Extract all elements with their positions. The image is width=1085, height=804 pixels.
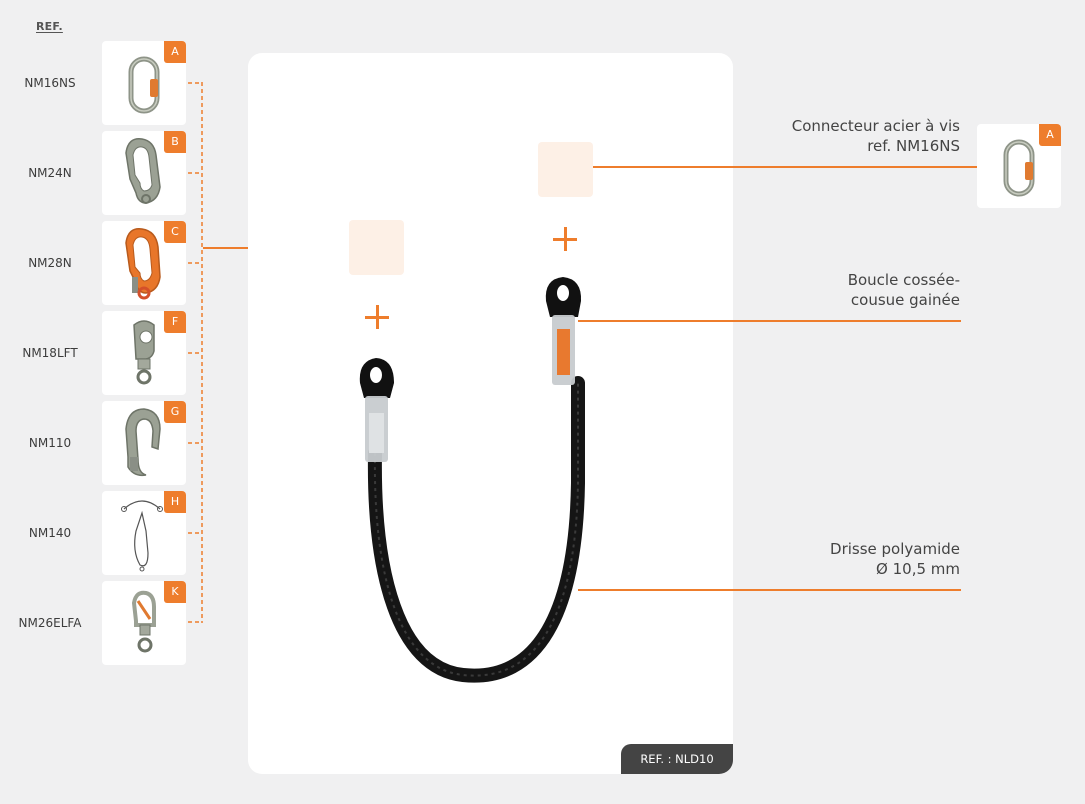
connector-ref-nm18lft: NM18LFT — [22, 346, 78, 360]
product-card: REF. : NLD10 — [248, 53, 733, 774]
rope-callout-line — [578, 589, 961, 591]
ref-heading: REF. — [36, 20, 63, 33]
badge-a-selected: A — [1039, 124, 1061, 146]
black-rope-lanyard-image — [359, 277, 585, 683]
wire-rebar-hook-icon — [121, 500, 163, 572]
orange-scaffold-hook-icon — [125, 228, 161, 300]
plus-icon-right — [553, 227, 577, 251]
connector-ref-nm16ns: NM16NS — [24, 76, 76, 90]
product-ref-tag: REF. : NLD10 — [621, 744, 733, 774]
callout-connector-line2: ref. NM16NS — [867, 137, 960, 155]
loop-callout-line — [578, 320, 961, 322]
badge-k: K — [164, 581, 186, 603]
connector-card-h[interactable]: H — [102, 491, 186, 575]
connector-ref-nm140: NM140 — [28, 526, 72, 540]
connector-card-a[interactable]: A — [102, 41, 186, 125]
connector-card-f[interactable]: F — [102, 311, 186, 395]
badge-f: F — [164, 311, 186, 333]
badge-c: C — [164, 221, 186, 243]
callout-loop-line1: Boucle cossée- — [847, 271, 960, 289]
large-scaffold-hook-icon — [125, 408, 161, 477]
badge-h: H — [164, 491, 186, 513]
oval-screwlock-carabiner-icon — [1003, 139, 1035, 197]
badge-b: B — [164, 131, 186, 153]
connector-card-b[interactable]: B — [102, 131, 186, 215]
connector-card-k[interactable]: K — [102, 581, 186, 665]
connector-ref-nm28n: NM28N — [28, 256, 72, 270]
selected-connector-card[interactable]: A — [977, 124, 1061, 208]
scaffold-hook-icon — [125, 138, 161, 204]
callout-connector: Connecteur acier à vis ref. NM16NS — [792, 116, 960, 156]
connector-card-c[interactable]: C — [102, 221, 186, 305]
callout-rope-line1: Drisse polyamide — [830, 540, 960, 558]
connector-callout-line — [593, 166, 977, 168]
callout-connector-line1: Connecteur acier à vis — [791, 117, 960, 135]
connector-bracket — [188, 82, 203, 623]
badge-g: G — [164, 401, 186, 423]
oval-screwlock-carabiner-icon — [128, 56, 160, 114]
connector-ref-nm26elfa: NM26ELFA — [18, 616, 82, 630]
swivel-snap-hook-icon — [133, 320, 155, 385]
connector-card-g[interactable]: G — [102, 401, 186, 485]
callout-loop-line2: cousue gainée — [850, 291, 960, 309]
badge-a: A — [164, 41, 186, 63]
swivel-carabiner-icon — [131, 590, 156, 653]
callout-rope: Drisse polyamide Ø 10,5 mm — [830, 539, 960, 579]
callout-rope-line2: Ø 10,5 mm — [876, 560, 960, 578]
connector-slot-left[interactable] — [349, 220, 404, 275]
connector-slot-right[interactable] — [538, 142, 593, 197]
connector-ref-nm24n: NM24N — [28, 166, 72, 180]
callout-loop: Boucle cossée- cousue gainée — [848, 270, 960, 310]
connector-ref-nm110: NM110 — [28, 436, 72, 450]
plus-icon-left — [365, 305, 389, 329]
